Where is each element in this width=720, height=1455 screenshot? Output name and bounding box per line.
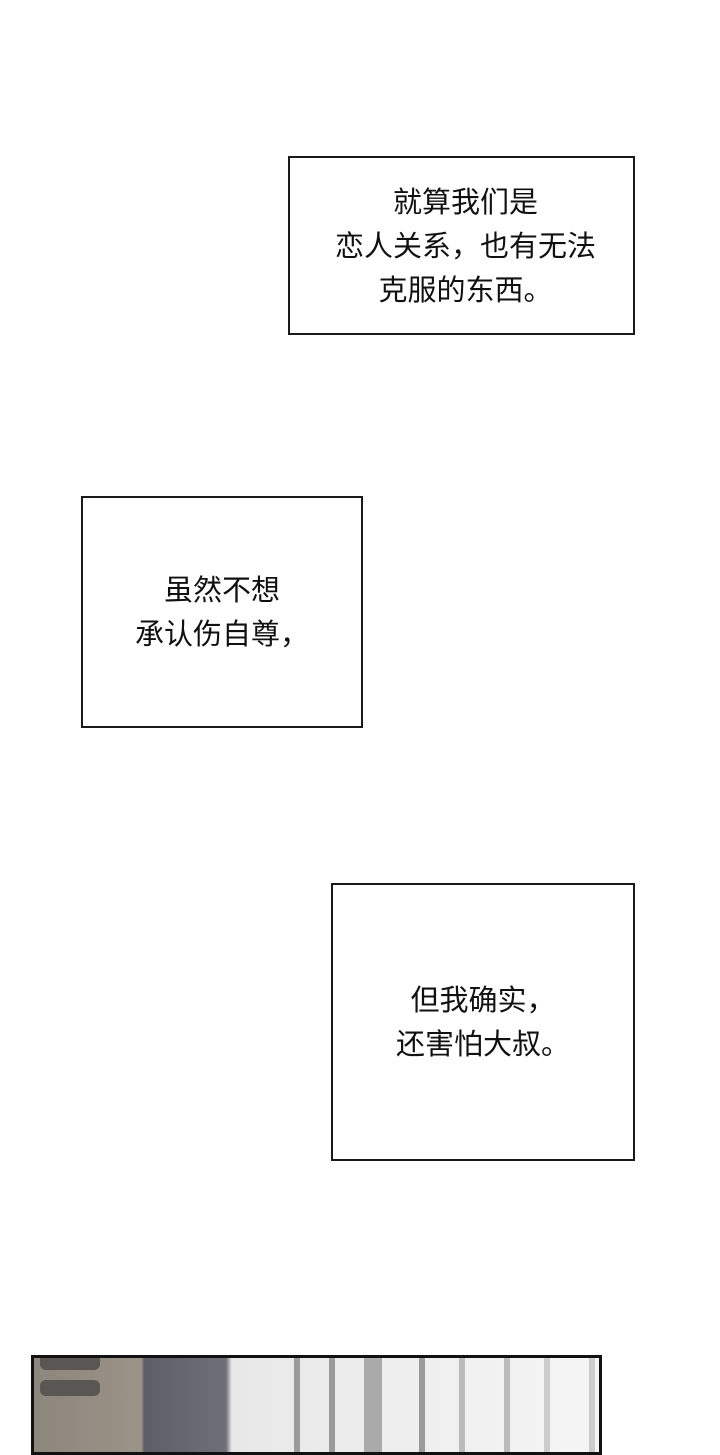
caption-line: 承认伤自尊， bbox=[134, 617, 309, 651]
window-bar bbox=[364, 1358, 382, 1452]
window-bar bbox=[544, 1358, 550, 1452]
caption-text: 就算我们是 恋人关系，也有无法 克服的东西。 bbox=[335, 180, 596, 312]
caption-line: 还害怕大叔。 bbox=[395, 1027, 570, 1061]
window-bar bbox=[329, 1358, 335, 1452]
window-bar bbox=[419, 1358, 425, 1452]
caption-box-2: 虽然不想 承认伤自尊， bbox=[81, 496, 363, 728]
window-bar bbox=[504, 1358, 510, 1452]
caption-box-1: 就算我们是 恋人关系，也有无法 克服的东西。 bbox=[288, 156, 635, 335]
drawer-handle bbox=[40, 1380, 100, 1396]
caption-line: 就算我们是 bbox=[392, 184, 538, 219]
window-bar bbox=[294, 1358, 300, 1452]
caption-text: 虽然不想 承认伤自尊， bbox=[135, 568, 309, 656]
caption-box-3: 但我确实， 还害怕大叔。 bbox=[331, 883, 635, 1161]
comic-panel-window-scene bbox=[31, 1355, 602, 1455]
caption-line: 虽然不想 bbox=[163, 573, 280, 607]
caption-line: 克服的东西。 bbox=[378, 272, 553, 307]
caption-line: 但我确实， bbox=[410, 983, 556, 1017]
window-bar bbox=[589, 1358, 595, 1452]
caption-text: 但我确实， 还害怕大叔。 bbox=[396, 978, 570, 1066]
caption-line: 恋人关系，也有无法 bbox=[334, 228, 596, 263]
window-bar bbox=[459, 1358, 465, 1452]
drawer-handle bbox=[40, 1358, 100, 1370]
